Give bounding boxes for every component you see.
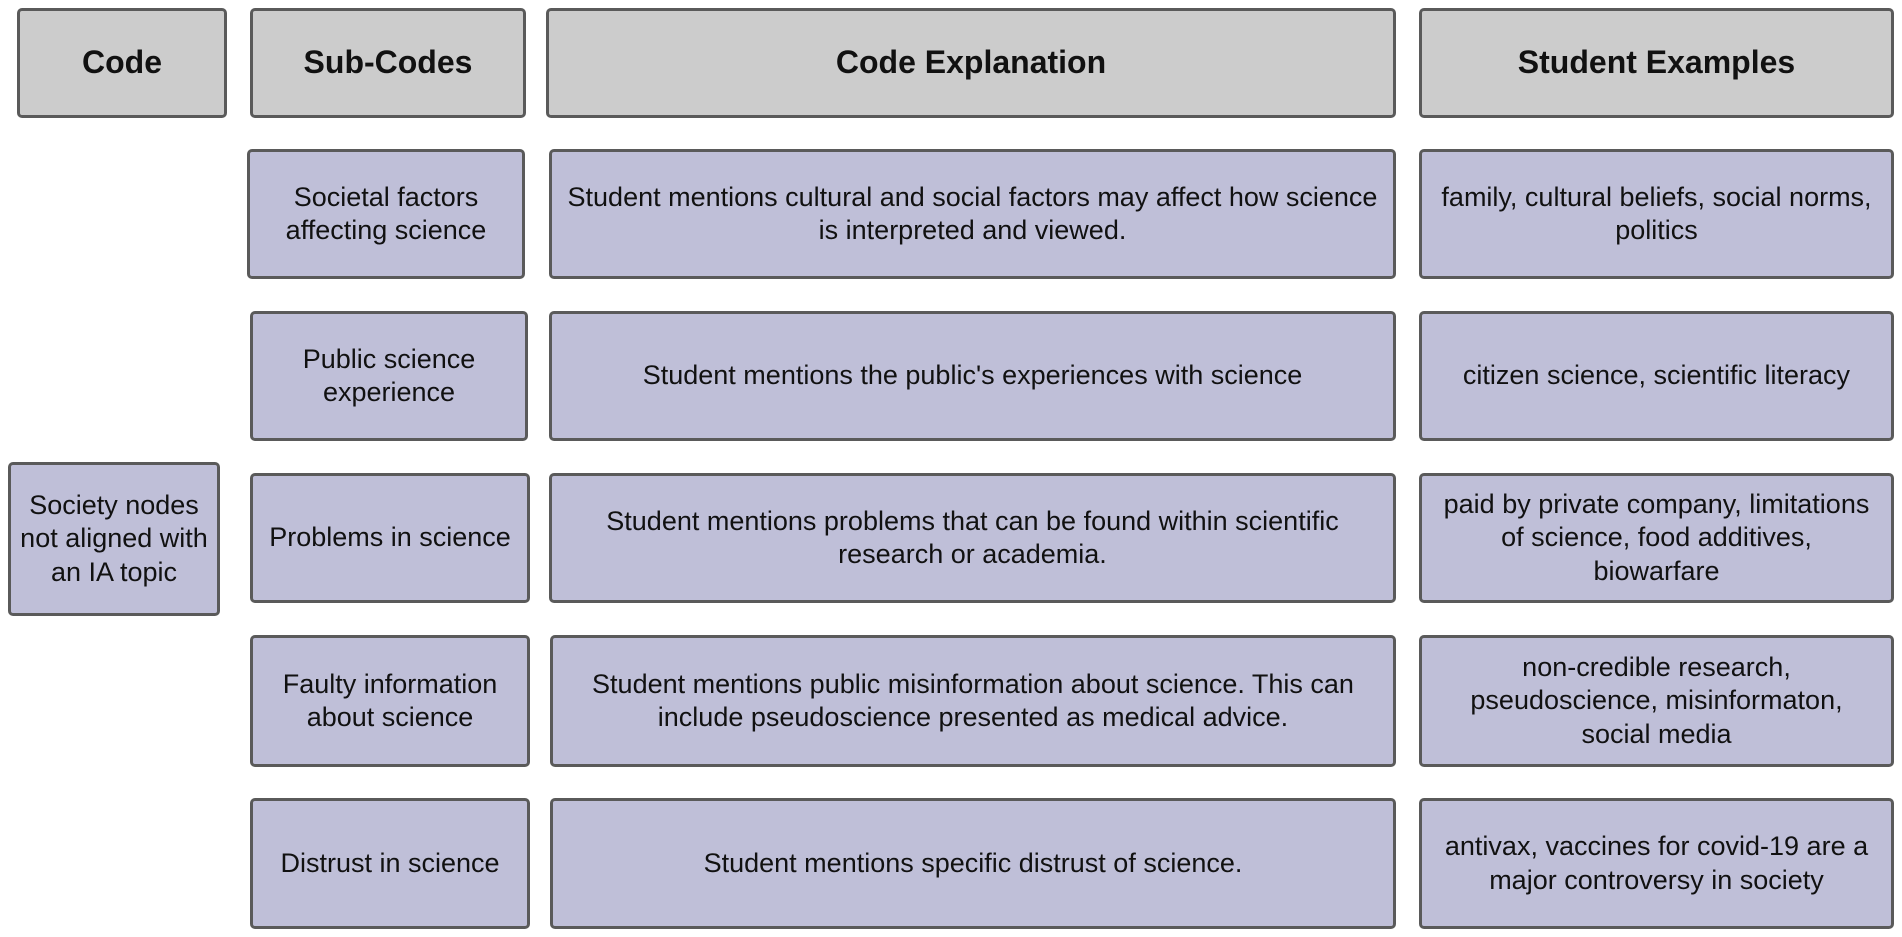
examples-cell: paid by private company, limitations of … xyxy=(1419,473,1894,603)
explanation-cell: Student mentions cultural and social fac… xyxy=(549,149,1396,279)
code-box: Society nodes not aligned with an IA top… xyxy=(8,462,220,616)
sub-code-text: Faulty information about science xyxy=(282,668,498,732)
code-label: Society nodes not aligned with an IA top… xyxy=(20,489,208,587)
sub-code-cell: Distrust in science xyxy=(250,798,530,929)
sub-code-text: Public science experience xyxy=(302,343,476,407)
header-student-examples-label: Student Examples xyxy=(1517,44,1796,81)
sub-code-cell: Public science experience xyxy=(250,311,528,441)
examples-cell: non-credible research, pseudoscience, mi… xyxy=(1419,635,1894,767)
explanation-text: Student mentions public misinformation a… xyxy=(592,668,1354,732)
examples-cell: citizen science, scientific literacy xyxy=(1419,311,1894,441)
examples-text: paid by private company, limitations of … xyxy=(1443,488,1870,586)
sub-code-text: Societal factors affecting science xyxy=(285,181,487,245)
sub-code-text: Distrust in science xyxy=(280,847,500,878)
explanation-cell: Student mentions public misinformation a… xyxy=(550,635,1396,767)
examples-text: citizen science, scientific literacy xyxy=(1462,360,1851,391)
header-sub-codes: Sub-Codes xyxy=(250,8,526,118)
header-code-explanation: Code Explanation xyxy=(546,8,1396,118)
header-code-explanation-label: Code Explanation xyxy=(835,44,1107,81)
sub-code-text: Problems in science xyxy=(269,522,511,553)
examples-text: antivax, vaccines for covid-19 are a maj… xyxy=(1444,831,1869,895)
examples-cell: family, cultural beliefs, social norms, … xyxy=(1419,149,1894,279)
sub-code-cell: Faulty information about science xyxy=(250,635,530,767)
examples-cell: antivax, vaccines for covid-19 are a maj… xyxy=(1419,798,1894,929)
explanation-cell: Student mentions specific distrust of sc… xyxy=(550,798,1396,929)
header-code-label: Code xyxy=(82,44,162,81)
sub-code-cell: Societal factors affecting science xyxy=(247,149,525,279)
header-sub-codes-label: Sub-Codes xyxy=(303,44,473,81)
header-code: Code xyxy=(17,8,227,118)
examples-text: non-credible research, pseudoscience, mi… xyxy=(1470,651,1843,749)
explanation-text: Student mentions specific distrust of sc… xyxy=(703,847,1243,878)
explanation-text: Student mentions cultural and social fac… xyxy=(567,181,1378,245)
explanation-text: Student mentions the public's experience… xyxy=(642,360,1303,391)
explanation-text: Student mentions problems that can be fo… xyxy=(606,505,1339,569)
explanation-cell: Student mentions the public's experience… xyxy=(549,311,1396,441)
header-student-examples: Student Examples xyxy=(1419,8,1894,118)
sub-code-cell: Problems in science xyxy=(250,473,530,603)
explanation-cell: Student mentions problems that can be fo… xyxy=(549,473,1396,603)
examples-text: family, cultural beliefs, social norms, … xyxy=(1441,181,1872,245)
